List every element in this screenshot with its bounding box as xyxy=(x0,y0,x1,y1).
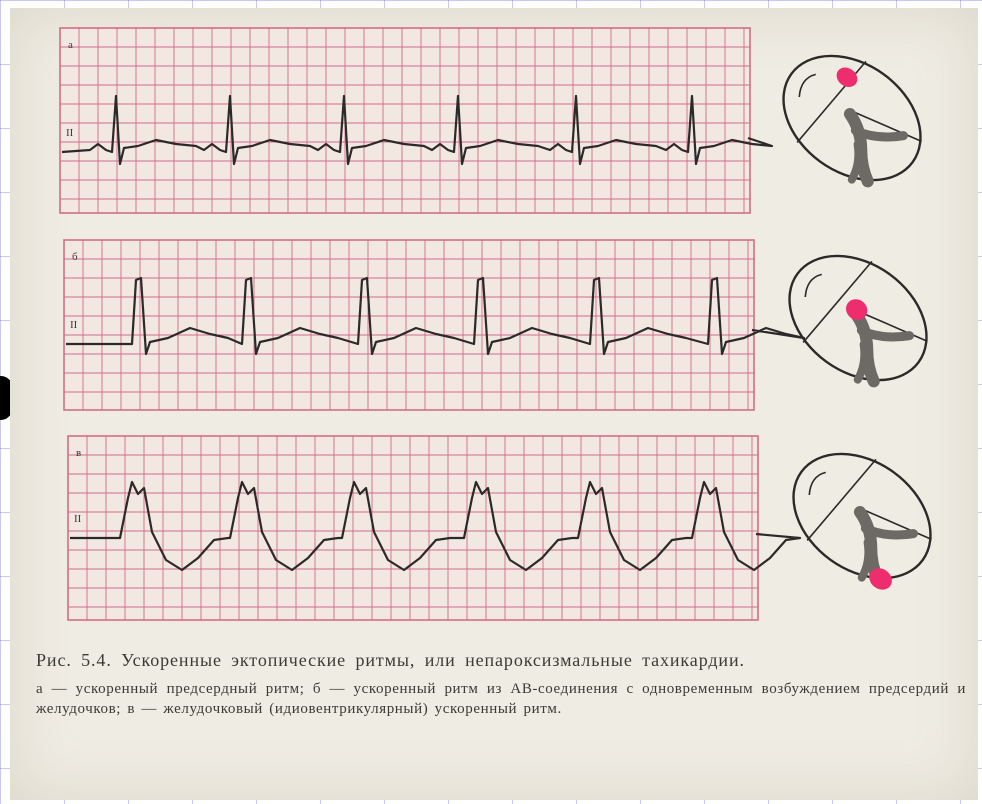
ecg-strip-b: б II xyxy=(64,240,804,410)
caption-body: а — ускоренный предсердный ритм; б — уск… xyxy=(36,679,966,719)
heart-diagram-c xyxy=(770,428,955,604)
lead-label-c: II xyxy=(74,513,82,525)
scanned-page: а II б II в II xyxy=(10,8,978,800)
lead-label-b: II xyxy=(70,319,78,331)
ectopic-focus-a xyxy=(833,64,861,91)
ecg-grid-c xyxy=(68,436,758,620)
ecg-strip-a: а II xyxy=(60,28,772,213)
lead-label-a: II xyxy=(66,127,74,139)
ectopic-focus-b xyxy=(842,295,872,324)
strip-letter-b: б xyxy=(72,251,78,263)
ecg-figure: а II б II в II xyxy=(10,8,978,648)
ecg-grid-a xyxy=(60,28,750,213)
ecg-strip-c: в II xyxy=(68,436,800,620)
strip-letter-c: в xyxy=(76,447,81,459)
figure-caption: Рис. 5.4. Ускоренные эктопические ритмы,… xyxy=(36,648,966,719)
caption-title: Рис. 5.4. Ускоренные эктопические ритмы,… xyxy=(36,648,966,673)
ecg-grid-b xyxy=(64,240,754,410)
heart-diagram-a xyxy=(760,30,945,206)
strip-letter-a: а xyxy=(68,39,73,51)
heart-diagram-b xyxy=(766,230,951,406)
